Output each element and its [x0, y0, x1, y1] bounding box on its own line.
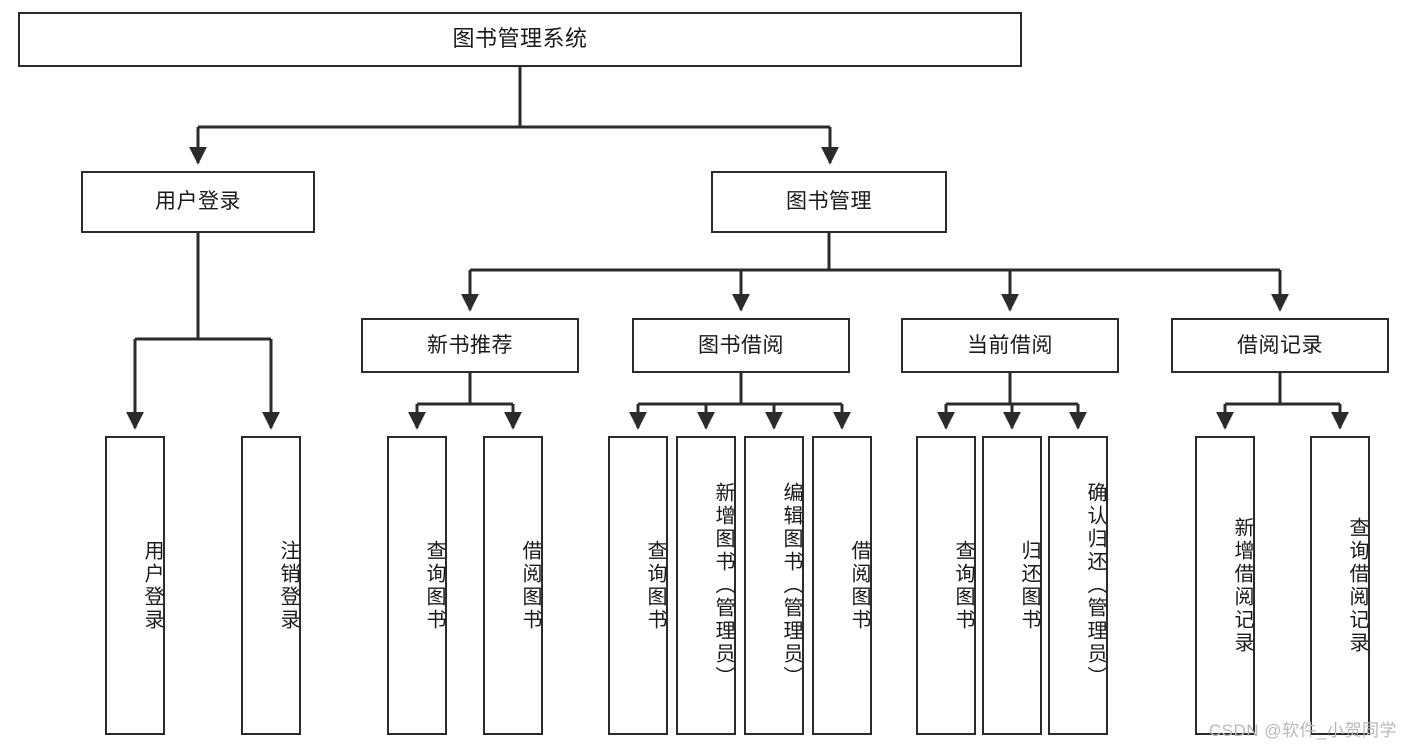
node-book-borrow-label: 图书借阅 — [698, 333, 784, 357]
node-leaf-add-record[interactable]: 新增借阅记录 — [1195, 436, 1255, 735]
node-leaf-user-login-label: 用户登录 — [141, 539, 163, 632]
node-leaf-add-book-label: 新增图书（管理员） — [712, 482, 734, 689]
node-leaf-borrow-book-1[interactable]: 借阅图书 — [483, 436, 543, 735]
node-leaf-user-login[interactable]: 用户登录 — [105, 436, 165, 735]
node-new-book-recommend-label: 新书推荐 — [427, 333, 513, 357]
node-leaf-edit-book[interactable]: 编辑图书（管理员） — [744, 436, 804, 735]
node-user-login[interactable]: 用户登录 — [81, 171, 315, 233]
node-leaf-borrow-book-1-label: 借阅图书 — [519, 539, 541, 632]
node-root[interactable]: 图书管理系统 — [18, 12, 1022, 67]
node-borrow-record[interactable]: 借阅记录 — [1171, 318, 1389, 373]
node-leaf-query-record[interactable]: 查询借阅记录 — [1310, 436, 1370, 735]
node-leaf-borrow-book-2-label: 借阅图书 — [848, 539, 870, 632]
node-user-login-label: 用户登录 — [155, 190, 241, 214]
node-leaf-confirm-return[interactable]: 确认归还（管理员） — [1048, 436, 1108, 735]
node-current-borrow-label: 当前借阅 — [967, 333, 1053, 357]
node-new-book-recommend[interactable]: 新书推荐 — [361, 318, 579, 373]
node-leaf-logout-label: 注销登录 — [277, 539, 299, 632]
node-borrow-record-label: 借阅记录 — [1237, 333, 1323, 357]
node-leaf-edit-book-label: 编辑图书（管理员） — [780, 482, 802, 689]
node-root-label: 图书管理系统 — [452, 26, 588, 52]
node-leaf-add-book[interactable]: 新增图书（管理员） — [676, 436, 736, 735]
node-leaf-query-book-3[interactable]: 查询图书 — [916, 436, 976, 735]
node-book-manage[interactable]: 图书管理 — [711, 171, 947, 233]
node-leaf-add-record-label: 新增借阅记录 — [1231, 516, 1253, 655]
node-leaf-query-book-2[interactable]: 查询图书 — [608, 436, 668, 735]
node-current-borrow[interactable]: 当前借阅 — [901, 318, 1119, 373]
node-book-borrow[interactable]: 图书借阅 — [632, 318, 850, 373]
node-leaf-query-book-2-label: 查询图书 — [644, 539, 666, 632]
node-leaf-query-record-label: 查询借阅记录 — [1346, 516, 1368, 655]
node-leaf-return-book-label: 归还图书 — [1018, 539, 1040, 632]
node-leaf-query-book-3-label: 查询图书 — [952, 539, 974, 632]
node-leaf-query-book-1-label: 查询图书 — [423, 539, 445, 632]
node-book-manage-label: 图书管理 — [786, 190, 872, 214]
node-leaf-return-book[interactable]: 归还图书 — [982, 436, 1042, 735]
node-leaf-confirm-return-label: 确认归还（管理员） — [1084, 482, 1106, 689]
node-leaf-logout[interactable]: 注销登录 — [241, 436, 301, 735]
node-leaf-query-book-1[interactable]: 查询图书 — [387, 436, 447, 735]
node-leaf-borrow-book-2[interactable]: 借阅图书 — [812, 436, 872, 735]
